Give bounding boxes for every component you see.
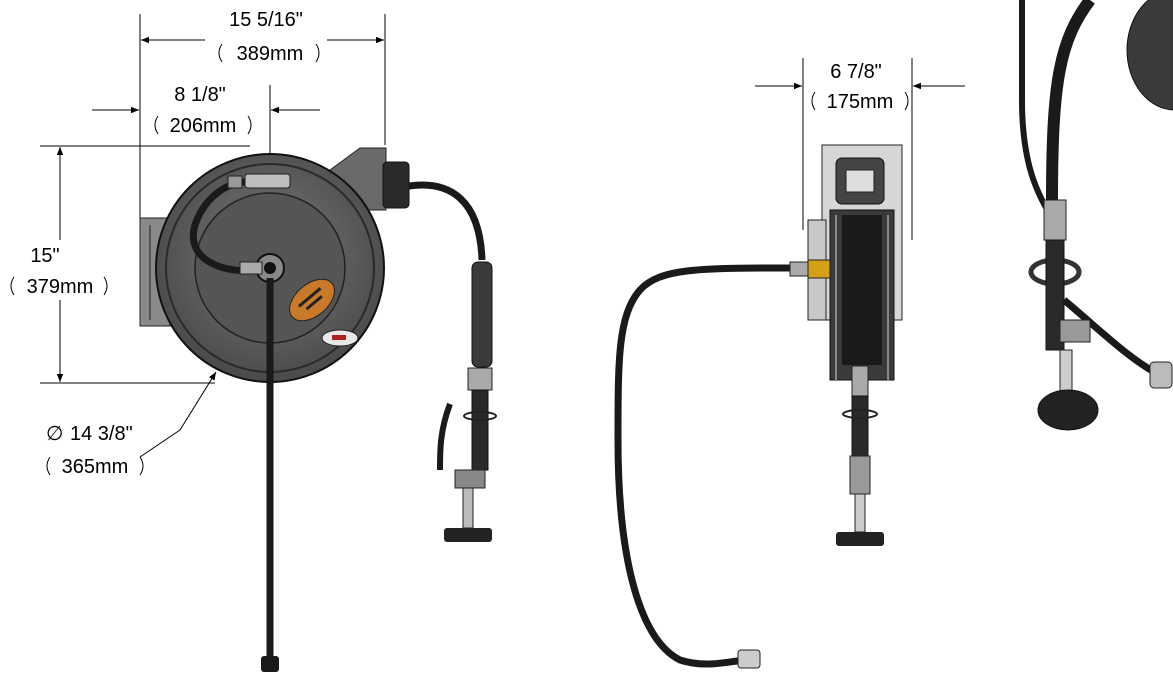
side-spray-body (851, 395, 869, 457)
iso-hose (1046, 0, 1095, 201)
spray-grip (471, 261, 493, 368)
bracket-right-3 (103, 276, 108, 296)
outlet-swivel (382, 161, 410, 209)
dim-center-imperial: 8 1/8" (174, 84, 226, 106)
bracket-left (218, 43, 223, 63)
dim-width-metric: 389mm (237, 43, 304, 65)
dim-depth-metric: 175mm (827, 91, 894, 113)
dim-diameter-leader (139, 371, 217, 458)
side-loop-hose (614, 264, 791, 668)
dim-height-imperial: 15" (30, 245, 59, 267)
bracket-left-2 (154, 115, 159, 135)
dim-depth-imperial: 6 7/8" (830, 61, 882, 83)
bracket-right (315, 43, 320, 63)
bracket-right-4 (139, 456, 144, 476)
side-spray-nozzle (836, 532, 884, 546)
dim-center-metric: 206mm (170, 115, 237, 137)
brand-label (289, 278, 335, 322)
bracket-left-3 (10, 276, 15, 296)
spray-handle (437, 402, 453, 471)
side-view: 6 7/8" 175mm (614, 58, 965, 669)
bracket-left-4 (46, 456, 51, 476)
swivel-fitting (244, 173, 291, 189)
iso-reel-drum (1126, 0, 1173, 111)
dim-width-imperial: 15 5/16" (229, 9, 303, 31)
spray-body (471, 389, 489, 471)
bracket-right-5 (904, 91, 909, 111)
outlet-hose (408, 181, 486, 261)
bracket-right-2 (247, 115, 252, 135)
dim-diameter-metric: 365mm (62, 456, 129, 478)
dim-diameter-symbol: ∅ (46, 423, 63, 445)
spray-nozzle (444, 528, 492, 542)
hose-end-stop (261, 656, 279, 672)
brass-inlet (807, 259, 831, 279)
iso-spray-nozzle (1037, 389, 1099, 431)
dim-height-metric: 379mm (27, 276, 94, 298)
isometric-view (1019, 0, 1173, 431)
side-hose-coupling (737, 649, 761, 669)
front-view: 15 5/16" 389mm 8 1/8" 206mm 15" 379mm ∅ … (10, 9, 497, 672)
dim-diameter-imperial: 14 3/8" (70, 423, 133, 445)
bracket-left-5 (811, 91, 816, 111)
